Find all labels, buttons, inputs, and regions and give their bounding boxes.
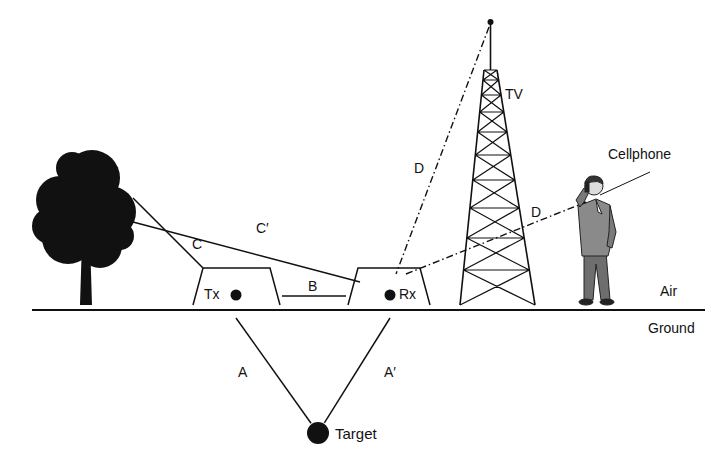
tree-canopy	[56, 152, 88, 184]
tower-mast	[490, 24, 492, 70]
signal-path	[282, 295, 346, 297]
person-shoe	[579, 299, 593, 305]
tree	[32, 150, 136, 305]
transmitter-antenna: Tx	[190, 264, 282, 318]
antenna-outline	[346, 264, 432, 318]
medium-label: Air	[660, 283, 677, 299]
tower-bracing	[460, 70, 535, 305]
target-label: Target	[335, 426, 377, 442]
target-circle	[307, 422, 329, 444]
person-collar	[596, 200, 602, 214]
path-label: D	[531, 204, 541, 220]
antenna-label: Tx	[204, 286, 220, 302]
clutter-path	[133, 222, 360, 282]
receiver-antenna: Rx	[346, 264, 432, 318]
antenna-housing	[193, 268, 280, 305]
source-label: TV	[505, 86, 523, 102]
person-torso	[578, 199, 614, 256]
antenna-label: Rx	[399, 286, 416, 302]
antenna-element	[231, 290, 242, 301]
person-shoe	[600, 299, 614, 305]
medium-label: Ground	[648, 320, 695, 336]
path-label: C	[192, 236, 202, 252]
signal-path	[324, 318, 390, 423]
source-label: Cellphone	[608, 146, 671, 162]
interference-path	[396, 27, 489, 274]
signal-path	[236, 318, 311, 423]
interference-path	[406, 202, 586, 274]
tree-canopy	[106, 222, 134, 250]
clutter-path	[133, 198, 203, 268]
path-label: B	[306, 278, 319, 294]
antenna-element	[385, 290, 396, 301]
tv-tower	[460, 24, 535, 305]
path-label: C′	[256, 220, 269, 236]
path-label: D	[414, 160, 424, 176]
cellphone-symbol	[585, 182, 589, 192]
person-arm	[607, 206, 616, 248]
buried-target: Target	[307, 422, 379, 444]
person-legs	[584, 252, 610, 300]
antenna-outline	[190, 264, 282, 318]
path-label: A	[236, 364, 249, 380]
ground-line	[32, 309, 705, 311]
path-label: A′	[382, 364, 398, 380]
leader-line	[600, 172, 650, 195]
antenna-housing	[348, 268, 430, 305]
tower-tip	[488, 19, 494, 25]
person	[576, 176, 616, 305]
tree-canopy	[32, 208, 68, 244]
